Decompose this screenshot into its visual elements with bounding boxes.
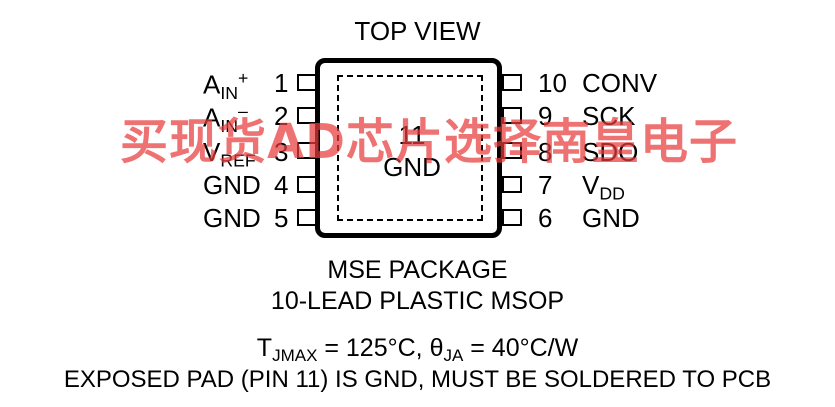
- pin-lead: [297, 209, 317, 226]
- pin-lead: [297, 107, 317, 124]
- pin-number: 6: [538, 203, 553, 233]
- pin-number: 10: [538, 68, 567, 98]
- pin-name: SCK: [582, 101, 636, 131]
- pin-number: 4: [274, 170, 289, 200]
- exposed-pad-note: EXPOSED PAD (PIN 11) IS GND, MUST BE SOL…: [63, 366, 772, 393]
- pin-name: AIN–: [203, 101, 248, 137]
- pin-number: 8: [538, 137, 553, 167]
- package-body: [315, 58, 502, 238]
- pin-name: CONV: [582, 68, 658, 98]
- pin-lead: [502, 74, 522, 91]
- pin-lead: [297, 176, 317, 193]
- pad-number: 11: [398, 120, 426, 150]
- pin-name: VDD: [582, 170, 625, 204]
- pin-number: 7: [538, 170, 553, 200]
- pin-lead: [502, 107, 522, 124]
- watermark-text: 买现货AD芯片选择南皇电子: [120, 114, 738, 170]
- package-description: 10-LEAD PLASTIC MSOP: [270, 287, 565, 315]
- pin-number: 2: [274, 101, 289, 131]
- pin-name: AIN+: [203, 68, 249, 104]
- package-name: MSE PACKAGE: [327, 256, 508, 284]
- pin-name: GND: [203, 170, 261, 200]
- exposed-pad-outline: [337, 75, 483, 221]
- pin-lead: [502, 176, 522, 193]
- pin-lead: [297, 142, 317, 159]
- pin-number: 1: [274, 68, 289, 98]
- pin-number: 5: [274, 203, 289, 233]
- pin-number: 9: [538, 101, 553, 131]
- pad-name: GND: [383, 152, 441, 182]
- pin-lead: [502, 209, 522, 226]
- pin-name: GND: [582, 203, 640, 233]
- pin-lead: [297, 74, 317, 91]
- pin-number: 3: [274, 137, 289, 167]
- pin-name: SDO: [582, 137, 639, 167]
- thermal-spec: TJMAX = 125°C, θJA = 40°C/W: [256, 334, 579, 366]
- pin-lead: [502, 142, 522, 159]
- pin-name: VREF: [203, 137, 256, 171]
- diagram-title: TOP VIEW: [354, 16, 481, 46]
- pin-name: GND: [203, 203, 261, 233]
